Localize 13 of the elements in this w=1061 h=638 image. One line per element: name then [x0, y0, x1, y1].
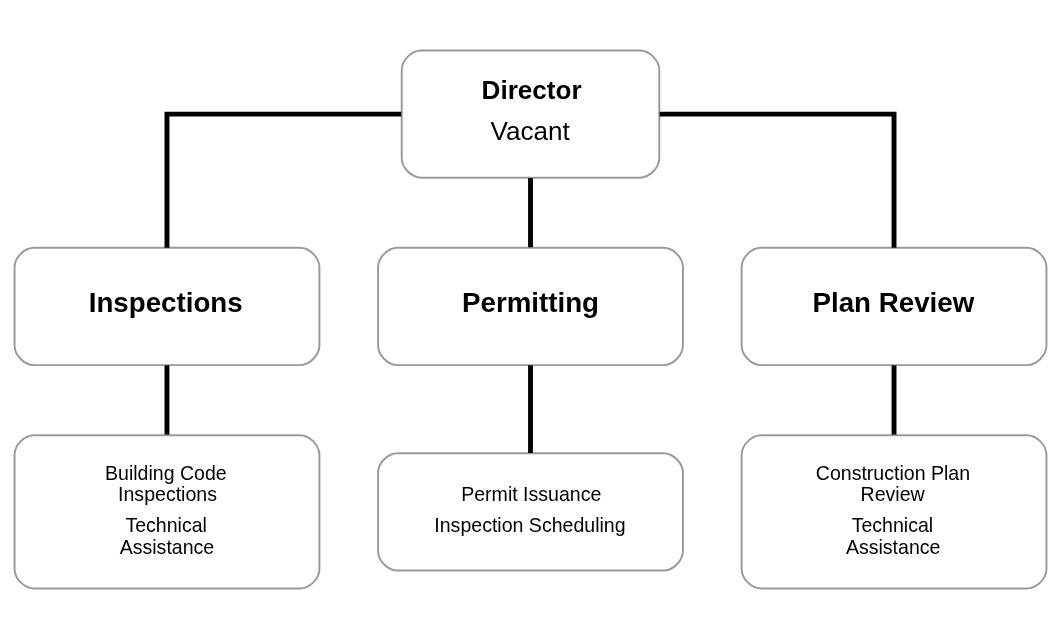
connector [164, 364, 170, 435]
connector [659, 111, 897, 248]
node-box: Plan Review [740, 246, 1048, 366]
connector [528, 177, 533, 247]
node-box: Permit Issuance Inspection Scheduling [377, 451, 684, 572]
node-box: Permitting [377, 246, 684, 366]
node-box: Building Code Inspections Technical Assistance [13, 433, 321, 589]
connector [164, 111, 402, 248]
connector [891, 364, 897, 435]
connector [528, 364, 533, 453]
node-box: Director Vacant [400, 49, 661, 179]
node-box: Inspections [13, 246, 321, 366]
node-box: Construction Plan Review Technical Assistance [740, 433, 1048, 589]
